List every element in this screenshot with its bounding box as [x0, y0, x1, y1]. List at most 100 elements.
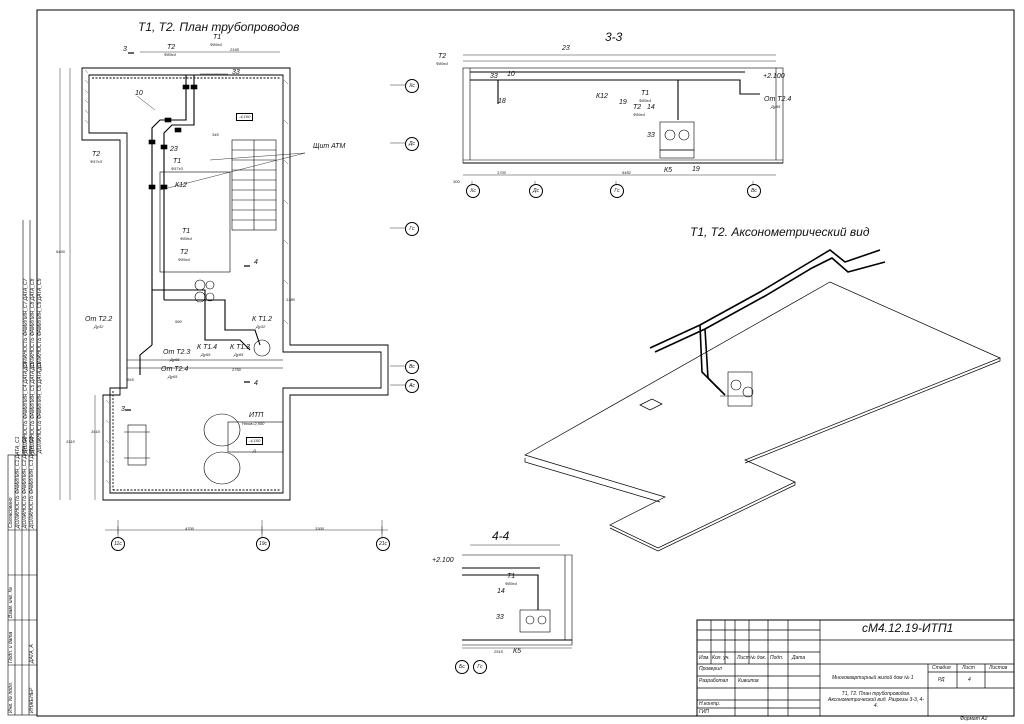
stamp-stage: РД	[938, 677, 945, 683]
stamp-sheet: 4	[968, 677, 971, 683]
label-t2-low-d: Ф89х4	[178, 257, 190, 262]
label-kt12-d: Ду32	[256, 324, 266, 329]
dim-top-1: 2165	[230, 47, 239, 52]
label-ot22-d: Ду32	[94, 324, 104, 329]
s33-t2b: Т2	[633, 104, 642, 111]
plan-tanks	[124, 413, 241, 485]
section-mark-3b: 3	[121, 406, 125, 413]
s44-t1: Т1	[507, 573, 516, 580]
s33-10: 10	[507, 71, 515, 78]
stamp-izm: Изм.	[699, 655, 710, 661]
dim-590: 590	[175, 319, 182, 324]
plan-title: Т1, Т2. План трубопроводов	[138, 20, 300, 34]
label-t2-top: Т2	[167, 44, 176, 51]
label-ot22: От Т2.2	[85, 316, 113, 323]
side-row-7: ДОЛЖНОСТЬ ФАМИЛИЯ_С7 ДАТА_С7	[23, 278, 29, 370]
section44-frame	[462, 554, 573, 646]
plan-pumps	[194, 279, 271, 357]
axon-pump	[720, 371, 754, 407]
label-kt14-d: Ду65	[201, 352, 211, 357]
label-itp-h: Нпом=2,550	[242, 421, 265, 426]
stamp-data: Дата	[792, 655, 806, 661]
axis-ac: Ас	[405, 379, 419, 393]
section-mark-4a: 4	[254, 259, 258, 266]
s44-14: 14	[497, 588, 505, 595]
level-mark-2: -4,100	[246, 437, 264, 445]
side-row-4: ДОЛЖНОСТЬ ФАМИЛИЯ_С4 ДАТА_С4	[23, 361, 29, 453]
s33-t2: Т2	[438, 53, 447, 60]
axis-vc: Вс	[405, 360, 419, 374]
s33-axis-gc: Гс	[610, 184, 624, 198]
plan-walls	[81, 67, 389, 501]
stamp-object: Многоквартирный жилой дом № 1	[832, 675, 914, 681]
side-inzhener: ИНЖЕНЕР	[29, 687, 35, 713]
label-ot24: От Т2.4	[161, 366, 189, 373]
label-ot23-d: Ду65	[170, 357, 180, 362]
label-ot24-d: Ду65	[168, 374, 178, 379]
dim-left-3: 3410	[91, 429, 100, 434]
axon-title: Т1, Т2. Аксонометрический вид	[690, 225, 870, 239]
dim-1380: 1380	[286, 297, 295, 302]
label-kt13-d: Ду65	[234, 352, 244, 357]
stamp-stage-h: Стадия	[932, 665, 951, 671]
s33-14: 14	[647, 104, 655, 111]
section-mark-4b: 4	[254, 380, 258, 387]
side-podp: Подп. и дата	[8, 631, 14, 663]
stamp-list: Лист	[737, 655, 750, 661]
side-row-5: ДОЛЖНОСТЬ ФАМИЛИЯ_С5 ДАТА_С5	[30, 361, 36, 453]
stamp-nkontr: Н.контр.	[699, 701, 721, 707]
stamp-gip: ГИП	[699, 709, 709, 715]
s33-19b: 19	[692, 166, 700, 173]
label-t1-top-d: Ф89х4	[210, 42, 222, 47]
s44-level: +2.100	[432, 557, 454, 564]
stamp-razrabotal: Разработал	[699, 678, 729, 684]
s33-t1-d: Ф89х4	[639, 98, 651, 103]
label-ot23: От Т2.3	[163, 349, 191, 356]
label-t2-low: Т2	[180, 249, 189, 256]
stamp-proveril: Проверил	[699, 666, 722, 672]
side-row-6: ДОЛЖНОСТЬ ФАМИЛИЯ_С6 ДАТА_С6	[37, 361, 43, 453]
s33-19a: 19	[619, 99, 627, 106]
section44-title: 4-4	[492, 529, 510, 543]
label-t2-top-d: Ф89х4	[164, 52, 176, 57]
s33-level: +2.100	[763, 73, 785, 80]
s33-ot24: От Т2.4	[764, 96, 792, 103]
s44-dim: 2515	[494, 649, 503, 654]
level-mark-1: -4,100	[236, 113, 254, 121]
s33-t1: Т1	[641, 90, 650, 97]
dim-345: 345	[212, 132, 219, 137]
s33-18: 18	[498, 98, 506, 105]
s44-axis-b: Бс	[455, 660, 469, 674]
label-itp: ИТП	[249, 412, 264, 419]
s33-23: 23	[562, 45, 570, 52]
s33-33: 33	[490, 73, 498, 80]
axis-19c: 19с	[256, 537, 270, 551]
label-kt14: К Т1.4	[197, 344, 218, 351]
side-row-9: ДОЛЖНОСТЬ ФАМИЛИЯ_С9 ДАТА_С9	[37, 278, 43, 370]
plan-dimensions	[59, 51, 405, 545]
s33-k12: К12	[596, 93, 608, 100]
s33-33b: 33	[647, 132, 655, 139]
section44-pipes	[462, 567, 540, 610]
stamp-sheet-title: Т1, Т2. План трубопроводов. Аксонометрич…	[827, 691, 924, 709]
label-t2-left-d: Ф57х3	[90, 159, 102, 164]
s44-k5: К5	[513, 648, 522, 655]
side-vzam: Взам. инв. №	[8, 587, 14, 618]
s33-axis-dc: Дс	[529, 184, 543, 198]
section44-dims	[462, 544, 572, 649]
label-t1-mid-d: Ф57х3	[171, 166, 183, 171]
side-stamp-frame	[7, 220, 38, 716]
axis-dc: Дс	[405, 137, 419, 151]
section33-frame	[462, 67, 784, 164]
stamp-ndok: № док.	[750, 655, 767, 661]
side-row-1: ДОЛЖНОСТЬ ФАМИЛИЯ_С1 ДАТА_С1	[15, 436, 21, 528]
section33-title: 3-3	[605, 30, 623, 44]
axis-11c: 11с	[111, 537, 125, 551]
s44-axis-g: Гс	[473, 660, 487, 674]
stamp-kol: Кол. уч.	[712, 655, 730, 661]
s33-dim-b: 300	[453, 179, 460, 184]
s33-dim-a: 1700	[497, 170, 506, 175]
plan-hatch	[84, 69, 289, 484]
plan-inner-walls	[127, 359, 284, 453]
